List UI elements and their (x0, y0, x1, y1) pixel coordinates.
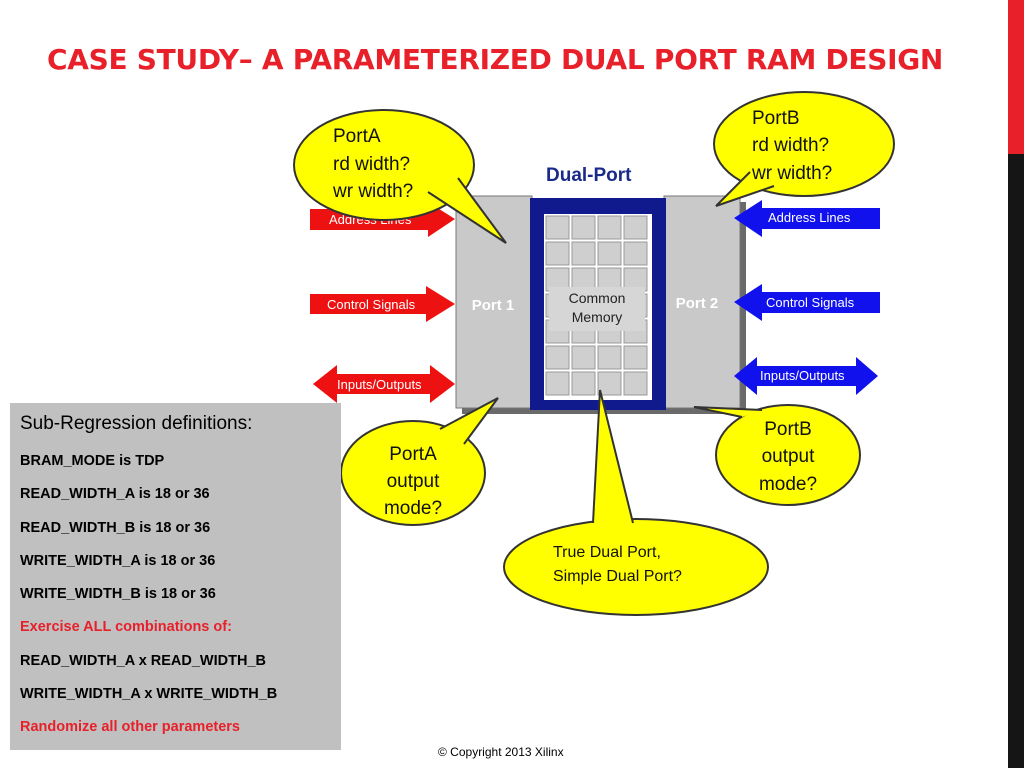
callout-portb-output-line3: mode? (759, 474, 817, 495)
left-arrow-control-label: Control Signals (327, 297, 416, 312)
memory-cell (571, 345, 596, 370)
left-arrow-io (313, 365, 455, 403)
memory-cell (597, 345, 622, 370)
subregression-heading: Sub-Regression definitions: (20, 413, 253, 434)
left-arrow-io-label: Inputs/Outputs (337, 377, 422, 392)
subregression-line-write-width-a: WRITE_WIDTH_A is 18 or 36 (20, 552, 216, 569)
memory-cell (623, 345, 648, 370)
memory-cell (623, 241, 648, 266)
slide-title: Case Study– A parameterized dual port RA… (47, 43, 944, 76)
callout-porta-width: PortA rd width? wr width? (293, 109, 507, 244)
callout-portb-width-line1: PortB (752, 108, 800, 129)
memory-cell (597, 371, 622, 396)
memory-cell (623, 215, 648, 240)
memory-label-line2: Memory (572, 309, 623, 325)
memory-cell (571, 215, 596, 240)
memory-cell (545, 371, 570, 396)
right-arrow-io (734, 357, 878, 395)
callout-porta-output-line2: output (387, 471, 441, 492)
memory-cell (597, 241, 622, 266)
subregression-panel: Sub-Regression definitions: BRAM_MODE is… (10, 403, 341, 750)
right-arrow-control (734, 284, 880, 321)
right-arrow-io-label: Inputs/Outputs (760, 368, 845, 383)
memory-cell (545, 215, 570, 240)
port2-label: Port 2 (676, 295, 719, 312)
subregression-line-bram-mode: BRAM_MODE is TDP (20, 453, 165, 469)
memory-cell (597, 215, 622, 240)
memory-cell (571, 371, 596, 396)
callout-portb-output: PortB output mode? (693, 404, 861, 506)
subregression-line-write-width-b: WRITE_WIDTH_B is 18 or 36 (20, 586, 216, 603)
memory-grid (545, 215, 648, 396)
callout-porta-output: PortA output mode? (340, 397, 499, 526)
subregression-line-write-combo: WRITE_WIDTH_A x WRITE_WIDTH_B (20, 686, 278, 703)
subregression-line-read-combo: READ_WIDTH_A x READ_WIDTH_B (20, 652, 266, 669)
memory-cell (545, 241, 570, 266)
callout-portb-width-line2: rd width? (752, 135, 829, 156)
callout-portb-output-line2: output (762, 446, 816, 467)
callout-porta-output-line3: mode? (384, 498, 442, 519)
memory-cell (545, 345, 570, 370)
subregression-line-read-width-b: READ_WIDTH_B is 18 or 36 (20, 519, 211, 536)
callout-portb-width: PortB rd width? wr width? (713, 91, 895, 207)
subregression-line-exercise: Exercise ALL combinations of: (20, 619, 232, 636)
memory-label-bg (549, 287, 645, 331)
left-arrow-control (310, 286, 455, 322)
memory-label-line1: Common (569, 290, 626, 306)
callout-porta-width-line2: rd width? (333, 154, 410, 175)
callout-portb-output-line1: PortB (764, 419, 812, 440)
accent-bar-black (1008, 154, 1024, 768)
callout-dual-port-mode: True Dual Port, Simple Dual Port? (503, 389, 769, 616)
subregression-line-randomize: Randomize all other parameters (20, 719, 240, 736)
accent-bar-red (1008, 0, 1024, 154)
dual-port-diagram: Dual-Port Common Memory Port 1 Port 2 Ad… (293, 91, 895, 616)
right-arrow-address-label: Address Lines (768, 210, 851, 225)
right-arrow-address (734, 200, 880, 237)
right-arrow-control-label: Control Signals (766, 295, 855, 310)
callout-dual-port-mode-line2: Simple Dual Port? (553, 568, 682, 585)
callout-portb-width-line3: wr width? (751, 163, 832, 184)
callout-porta-width-line1: PortA (333, 126, 381, 147)
memory-cell (571, 241, 596, 266)
port2-panel (663, 195, 741, 409)
copyright-notice: © Copyright 2013 Xilinx (438, 745, 564, 759)
diagram-heading: Dual-Port (546, 165, 632, 186)
callout-porta-width-line3: wr width? (332, 181, 413, 202)
memory-cell (623, 371, 648, 396)
port1-label: Port 1 (472, 297, 515, 314)
callout-porta-output-line1: PortA (389, 444, 437, 465)
callout-dual-port-mode-line1: True Dual Port, (553, 544, 661, 561)
subregression-line-read-width-a: READ_WIDTH_A is 18 or 36 (20, 486, 210, 503)
